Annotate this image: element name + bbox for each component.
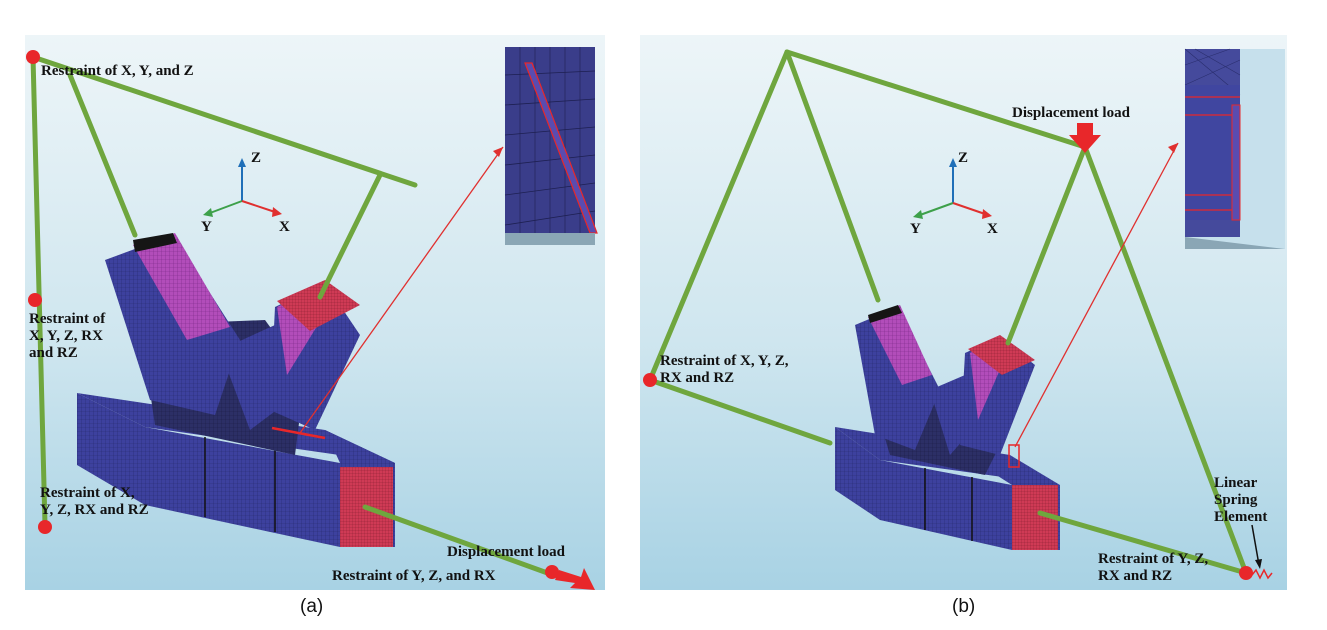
right-brace-end-face-b [968, 335, 1035, 375]
restraint-point-top [26, 50, 40, 64]
chord-front-face [145, 427, 340, 547]
left-brace-top-face-b [868, 305, 932, 385]
left-brace-end [133, 233, 177, 252]
beam-elements-a [30, 54, 556, 578]
axis-x-label-b: X [987, 221, 998, 237]
restraint-mid-label: Restraint of X, Y, Z, RX and RZ [29, 311, 106, 361]
inset-detail-a [504, 47, 598, 245]
restraint-right-label-a: Restraint of Y, Z, and RX [332, 568, 496, 584]
right-brace-end-face [277, 280, 360, 331]
restraint-top-label: Restraint of X, Y, and Z [41, 63, 194, 79]
panel-a-drawing [25, 35, 605, 590]
left-brace [105, 235, 240, 415]
zoom-box-b [1008, 444, 1020, 468]
restraint-point-right [545, 565, 559, 579]
chord-left-face-b [835, 427, 880, 520]
panel-a: Z Y X Restraint of X, Y, and Z Restraint… [25, 35, 605, 590]
axis-z-label-a: Z [251, 150, 262, 166]
linear-spring-icon [1251, 568, 1273, 580]
zoom-leader-line [299, 146, 504, 434]
restraint-bottom-label: Restraint of X, Y, Z, RX and RZ [40, 485, 149, 518]
panel-b: Z Y X Displacement load Restraint of X, … [640, 35, 1287, 590]
restraint-point-right-b [1239, 566, 1253, 580]
axis-y-label-b: Y [910, 221, 921, 237]
axes-triad-b [913, 158, 992, 219]
restraint-right-label-b: Restraint of Y, Z, RX and RZ [1098, 551, 1209, 584]
spring-pointer [1251, 524, 1260, 566]
displacement-arrow-a [555, 568, 595, 590]
restraint-points-a [26, 50, 559, 579]
displacement-arrow-b [1069, 123, 1101, 153]
caption-a: (a) [300, 596, 324, 617]
displacement-load-label-b: Displacement load [1012, 105, 1130, 121]
axes-triad-a [203, 158, 282, 217]
k-joint-model-b [835, 305, 1060, 550]
chord-left-face [77, 393, 145, 505]
caption-b: (b) [952, 596, 976, 617]
axis-z-label-b: Z [958, 150, 969, 166]
restraint-points-b [643, 373, 1253, 580]
left-brace-b [855, 307, 940, 450]
panel-b-drawing [640, 35, 1287, 590]
chord-front-face-b [880, 460, 1012, 550]
axis-x-label-a: X [279, 219, 290, 235]
chord-end-face-b [1012, 485, 1058, 550]
linear-spring-label: Linear Spring Element [1214, 475, 1268, 525]
restraint-left-label-b: Restraint of X, Y, Z, RX and RZ [660, 353, 789, 386]
weld-line [271, 426, 326, 440]
k-joint-model-a [77, 233, 395, 547]
zoom-leader-line-b [1014, 142, 1179, 448]
displacement-load-label-a: Displacement load [447, 544, 565, 560]
left-brace-top-face [133, 233, 230, 340]
inset-detail-b [1184, 48, 1285, 249]
axis-y-label-a: Y [201, 219, 212, 235]
restraint-point-mid [28, 293, 42, 307]
beam-elements-b [647, 49, 1249, 576]
restraint-point-bottom [38, 520, 52, 534]
restraint-point-left-b [643, 373, 657, 387]
